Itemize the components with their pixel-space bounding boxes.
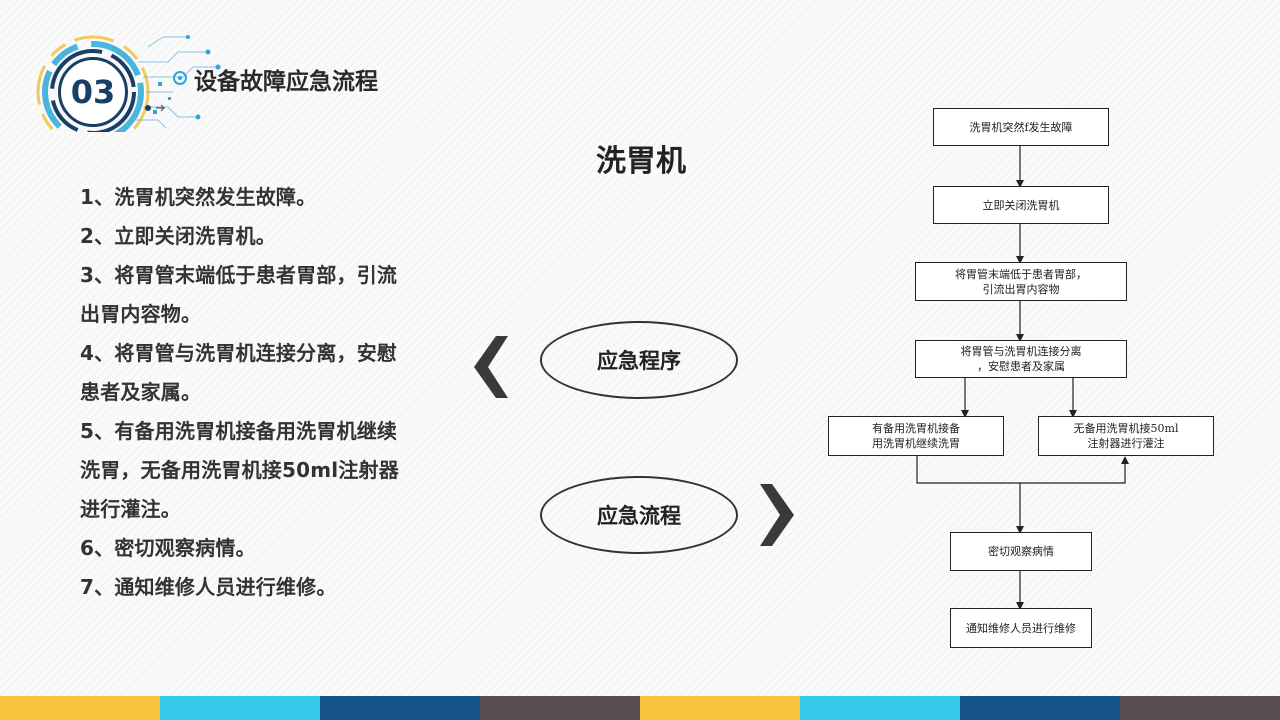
step-line: 患者及家属。	[80, 380, 202, 404]
step-line: 7、通知维修人员进行维修。	[80, 575, 337, 599]
flow-step-backup-machine: 有备用洗胃机接备用洗胃机继续洗胃	[828, 416, 1004, 456]
section-number-badge: 03	[58, 57, 128, 127]
step-line: 1、洗胃机突然发生故障。	[80, 185, 317, 209]
bar-segment	[800, 696, 960, 720]
bar-segment	[160, 696, 320, 720]
tech-decoration-graphic	[36, 35, 221, 132]
flowchart-connectors	[916, 146, 1129, 610]
bar-segment	[960, 696, 1120, 720]
step-line: 进行灌注。	[80, 497, 181, 521]
flow-step-repair: 通知维修人员进行维修	[950, 608, 1092, 648]
emergency-program-ellipse: 应急程序	[540, 321, 738, 399]
flowchart: 洗胃机突然f发生故障 立即关闭洗胃机 将胃管末端低于患者胃部，引流出胃内容物 将…	[820, 100, 1220, 660]
flow-step-disconnect: 将胃管与洗胃机连接分离，安慰患者及家属	[915, 340, 1127, 378]
step-line: 2、立即关闭洗胃机。	[80, 224, 276, 248]
flow-step-fault: 洗胃机突然f发生故障	[933, 108, 1109, 146]
step-line: 3、将胃管末端低于患者胃部，引流	[80, 263, 398, 287]
section-header: 03	[18, 22, 438, 132]
bottom-color-bar	[0, 696, 1280, 720]
flow-step-drain: 将胃管末端低于患者胃部，引流出胃内容物	[915, 262, 1127, 301]
flow-step-shutdown: 立即关闭洗胃机	[933, 186, 1109, 224]
bar-segment	[1120, 696, 1280, 720]
bar-segment	[480, 696, 640, 720]
main-title: 洗胃机	[596, 144, 686, 179]
chevron-left-icon	[474, 336, 508, 398]
bar-segment	[640, 696, 800, 720]
chevron-right-icon	[760, 484, 794, 546]
step-line: 洗胃，无备用洗胃机接50ml注射器	[80, 458, 399, 482]
step-line: 出胃内容物。	[80, 302, 202, 326]
step-line: 6、密切观察病情。	[80, 536, 256, 560]
flow-step-observe: 密切观察病情	[950, 532, 1092, 571]
bar-segment	[0, 696, 160, 720]
emergency-process-ellipse: 应急流程	[540, 476, 738, 554]
steps-list: 1、洗胃机突然发生故障。 2、立即关闭洗胃机。 3、将胃管末端低于患者胃部，引流…	[80, 178, 470, 607]
step-line: 5、有备用洗胃机接备用洗胃机继续	[80, 419, 398, 443]
step-line: 4、将胃管与洗胃机连接分离，安慰	[80, 341, 398, 365]
bar-segment	[320, 696, 480, 720]
section-title: 设备故障应急流程	[194, 69, 378, 95]
